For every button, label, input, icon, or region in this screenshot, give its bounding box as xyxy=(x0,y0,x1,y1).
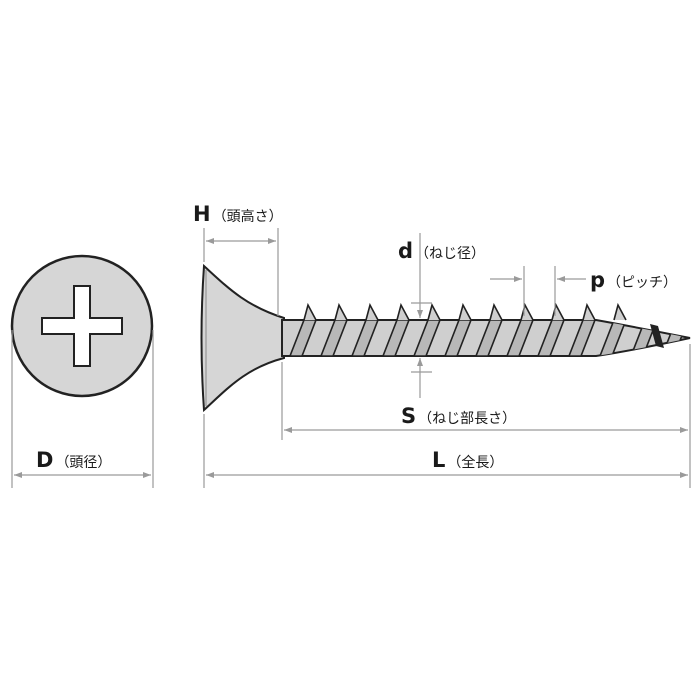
thread-flight xyxy=(288,320,318,356)
thread-crest xyxy=(613,302,627,321)
thread-crest xyxy=(427,302,441,321)
dimension-arrowheads xyxy=(14,238,688,478)
thread-flight xyxy=(350,320,380,356)
thread-crest xyxy=(458,302,472,321)
thread-length-symbol: S xyxy=(401,404,417,428)
thread-crests xyxy=(303,302,664,348)
total-length-symbol: L xyxy=(432,448,446,472)
thread-flight xyxy=(598,320,628,356)
thread-flight xyxy=(505,320,535,356)
thread-flight xyxy=(443,320,473,356)
thread-flight xyxy=(567,320,597,356)
thread-flight xyxy=(381,320,411,356)
head-height-text: （頭高さ） xyxy=(212,209,283,225)
head-height-symbol: H xyxy=(193,202,211,226)
pitch-text: （ピッチ） xyxy=(607,275,678,291)
thread-crest xyxy=(582,302,596,321)
screw-side-view xyxy=(200,263,691,413)
pitch-symbol: p xyxy=(590,268,606,292)
thread-length-text: （ねじ部長さ） xyxy=(418,411,517,427)
total-length-text: （全長） xyxy=(447,455,504,471)
thread-crest xyxy=(551,302,565,321)
thread-crest xyxy=(334,302,348,321)
thread-crest xyxy=(489,302,503,321)
pitch-label: p（ピッチ） xyxy=(590,270,677,291)
thread-crest xyxy=(520,302,534,321)
thread-length-label: S（ねじ部長さ） xyxy=(401,406,516,427)
screw-head-profile xyxy=(200,263,285,413)
head-height-label: H（頭高さ） xyxy=(193,204,283,225)
tip-cut-mark xyxy=(650,324,664,348)
head-diameter-label: D（頭径） xyxy=(36,450,111,471)
phillips-cross-icon xyxy=(41,285,123,367)
thread-diameter-text: （ねじ径） xyxy=(415,246,486,262)
head-diameter-text: （頭径） xyxy=(55,455,112,471)
head-diameter-symbol: D xyxy=(36,448,54,472)
screw-head-top-view xyxy=(10,254,154,398)
total-length-label: L（全長） xyxy=(432,450,503,471)
thread-crest xyxy=(396,302,410,321)
thread-flight xyxy=(319,320,349,356)
thread-crest xyxy=(303,302,317,321)
screw-threads xyxy=(288,320,690,356)
dimension-lines xyxy=(11,228,691,488)
thread-diameter-symbol: d xyxy=(398,239,414,263)
thread-flight xyxy=(536,320,566,356)
thread-diameter-label: d（ねじ径） xyxy=(398,241,485,262)
thread-crest xyxy=(365,302,379,321)
thread-flight xyxy=(412,320,442,356)
thread-flight xyxy=(474,320,504,356)
